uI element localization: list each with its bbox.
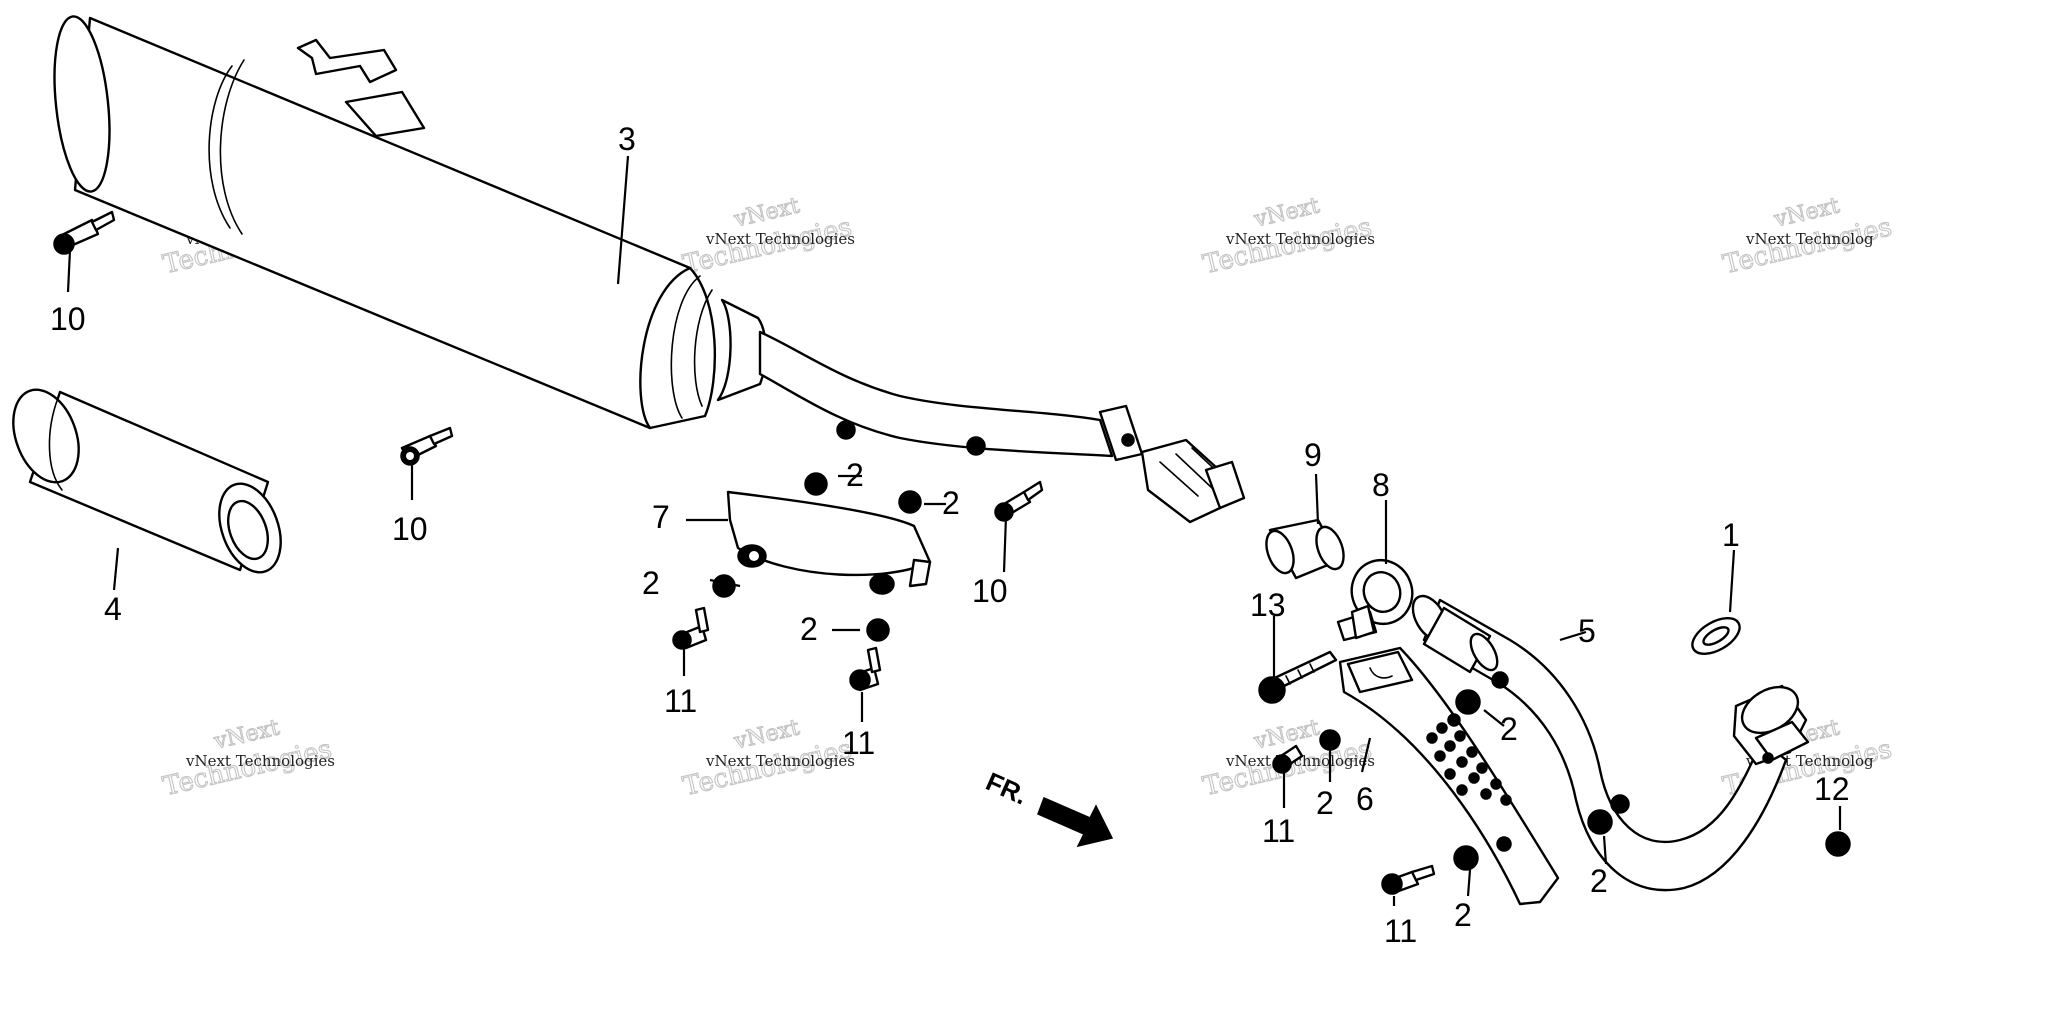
watermark-text: vNext Technologies xyxy=(705,230,855,248)
watermark-text: vNext Technologies xyxy=(185,752,335,770)
callout-11: 11 xyxy=(664,683,697,719)
part-2-nut xyxy=(804,472,828,496)
callout-11: 11 xyxy=(1384,913,1417,949)
callout-2: 2 xyxy=(1500,711,1518,747)
callout-2: 2 xyxy=(800,611,818,647)
part-2-nut xyxy=(1319,729,1341,751)
callout-2: 2 xyxy=(942,485,960,521)
watermark-text: vNext Technologies xyxy=(705,752,855,770)
hardware-bolts-nuts xyxy=(53,210,1851,895)
part-10-bolt xyxy=(53,210,116,255)
callout-8: 8 xyxy=(1372,467,1390,503)
watermark-text: vNext Technologies xyxy=(1225,752,1375,770)
part-11-bolt xyxy=(1381,864,1436,895)
watermark-text: vNext Technolog xyxy=(1745,230,1874,248)
callout-2: 2 xyxy=(1590,863,1608,899)
part-2-nut xyxy=(1587,809,1613,835)
callout-11: 11 xyxy=(842,725,875,761)
part-12-nut xyxy=(1825,831,1851,857)
part-10-bolt xyxy=(994,480,1044,522)
watermark-text: vNext Technologies xyxy=(1225,230,1375,248)
part-8-clamp xyxy=(1336,559,1414,642)
callout-10: 10 xyxy=(392,511,428,547)
callout-6: 6 xyxy=(1356,781,1374,817)
part-9-joint-collar xyxy=(1265,518,1345,580)
part-11-bolt xyxy=(672,606,710,650)
leader-lines xyxy=(66,155,1842,906)
callout-12: 12 xyxy=(1814,771,1850,807)
callout-10: 10 xyxy=(972,573,1008,609)
part-1-gasket xyxy=(1691,617,1741,655)
arrow-right-icon xyxy=(1037,796,1114,848)
part-2-nut xyxy=(1455,689,1481,715)
callout-2: 2 xyxy=(1316,785,1334,821)
callout-13: 13 xyxy=(1250,587,1286,623)
callout-7: 7 xyxy=(652,499,670,535)
callout-5: 5 xyxy=(1578,613,1596,649)
part-6-heat-guard xyxy=(1338,646,1560,906)
callout-2: 2 xyxy=(642,565,660,601)
part-2-nut xyxy=(866,618,890,642)
callout-10: 10 xyxy=(50,301,86,337)
callout-9: 9 xyxy=(1304,437,1322,473)
part-10-bolt xyxy=(400,426,454,466)
part-5-exhaust-pipe xyxy=(1411,594,1810,892)
callout-1: 1 xyxy=(1722,517,1740,553)
part-11-bolt xyxy=(849,646,882,692)
callout-3: 3 xyxy=(618,121,636,157)
fr-label: FR. xyxy=(982,766,1032,810)
part-13-clamp-bolt xyxy=(1258,650,1338,704)
callout-2: 2 xyxy=(846,457,864,493)
part-2-nut xyxy=(712,574,736,598)
front-direction-indicator: FR. xyxy=(982,766,1114,848)
part-3-muffler xyxy=(53,15,1246,524)
callout-2: 2 xyxy=(1454,897,1472,933)
callout-11: 11 xyxy=(1262,813,1295,849)
callout-labels: 3 10 10 10 4 7 9 8 13 1 5 6 2 2 2 2 2 2 … xyxy=(50,121,1850,949)
part-7-protector xyxy=(726,490,932,595)
part-2-nut xyxy=(1453,845,1479,871)
part-11-bolt xyxy=(1272,744,1304,774)
part-2-nut xyxy=(898,490,922,514)
part-4-inner-tube xyxy=(12,388,282,574)
callout-4: 4 xyxy=(104,591,122,627)
